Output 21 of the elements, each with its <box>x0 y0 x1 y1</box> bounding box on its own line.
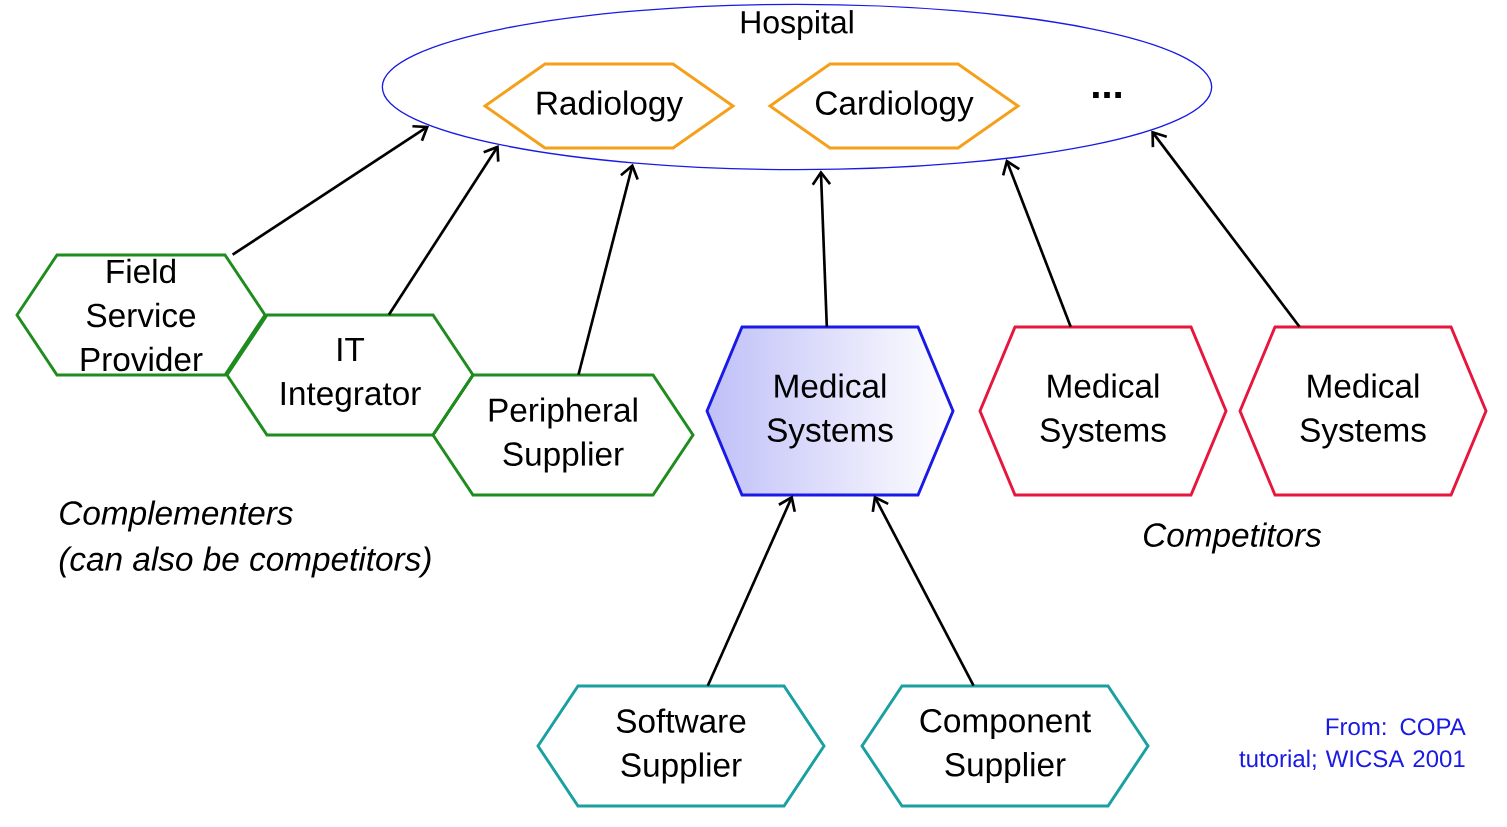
hexagon-node: Field Service Provider <box>15 253 267 377</box>
arrow <box>577 163 639 376</box>
arrow <box>871 495 975 687</box>
hexagon-node: Medical Systems <box>705 325 955 497</box>
group-label: Competitors <box>1144 522 1322 554</box>
arrow <box>1151 130 1301 328</box>
group-label: (can also be competitors) <box>59 546 431 578</box>
hexagon-node: Component Supplier <box>860 684 1150 808</box>
hexagon-node: IT Integrator <box>225 313 475 437</box>
source-note: From: COPA tutorial; WICSA 2001 <box>1239 718 1466 771</box>
arrow <box>811 170 832 327</box>
arrow <box>231 124 430 256</box>
hexagon-node: Software Supplier <box>536 684 826 808</box>
arrow <box>706 495 797 687</box>
arrow <box>387 144 500 316</box>
arrow <box>1001 159 1072 328</box>
hexagon-node: Medical Systems <box>1238 325 1488 497</box>
ellipsis: ... <box>1093 92 1121 98</box>
group-label: Complementers <box>60 500 293 532</box>
hexagon-node: Medical Systems <box>978 325 1228 497</box>
hexagon-node: Peripheral Supplier <box>431 373 695 497</box>
